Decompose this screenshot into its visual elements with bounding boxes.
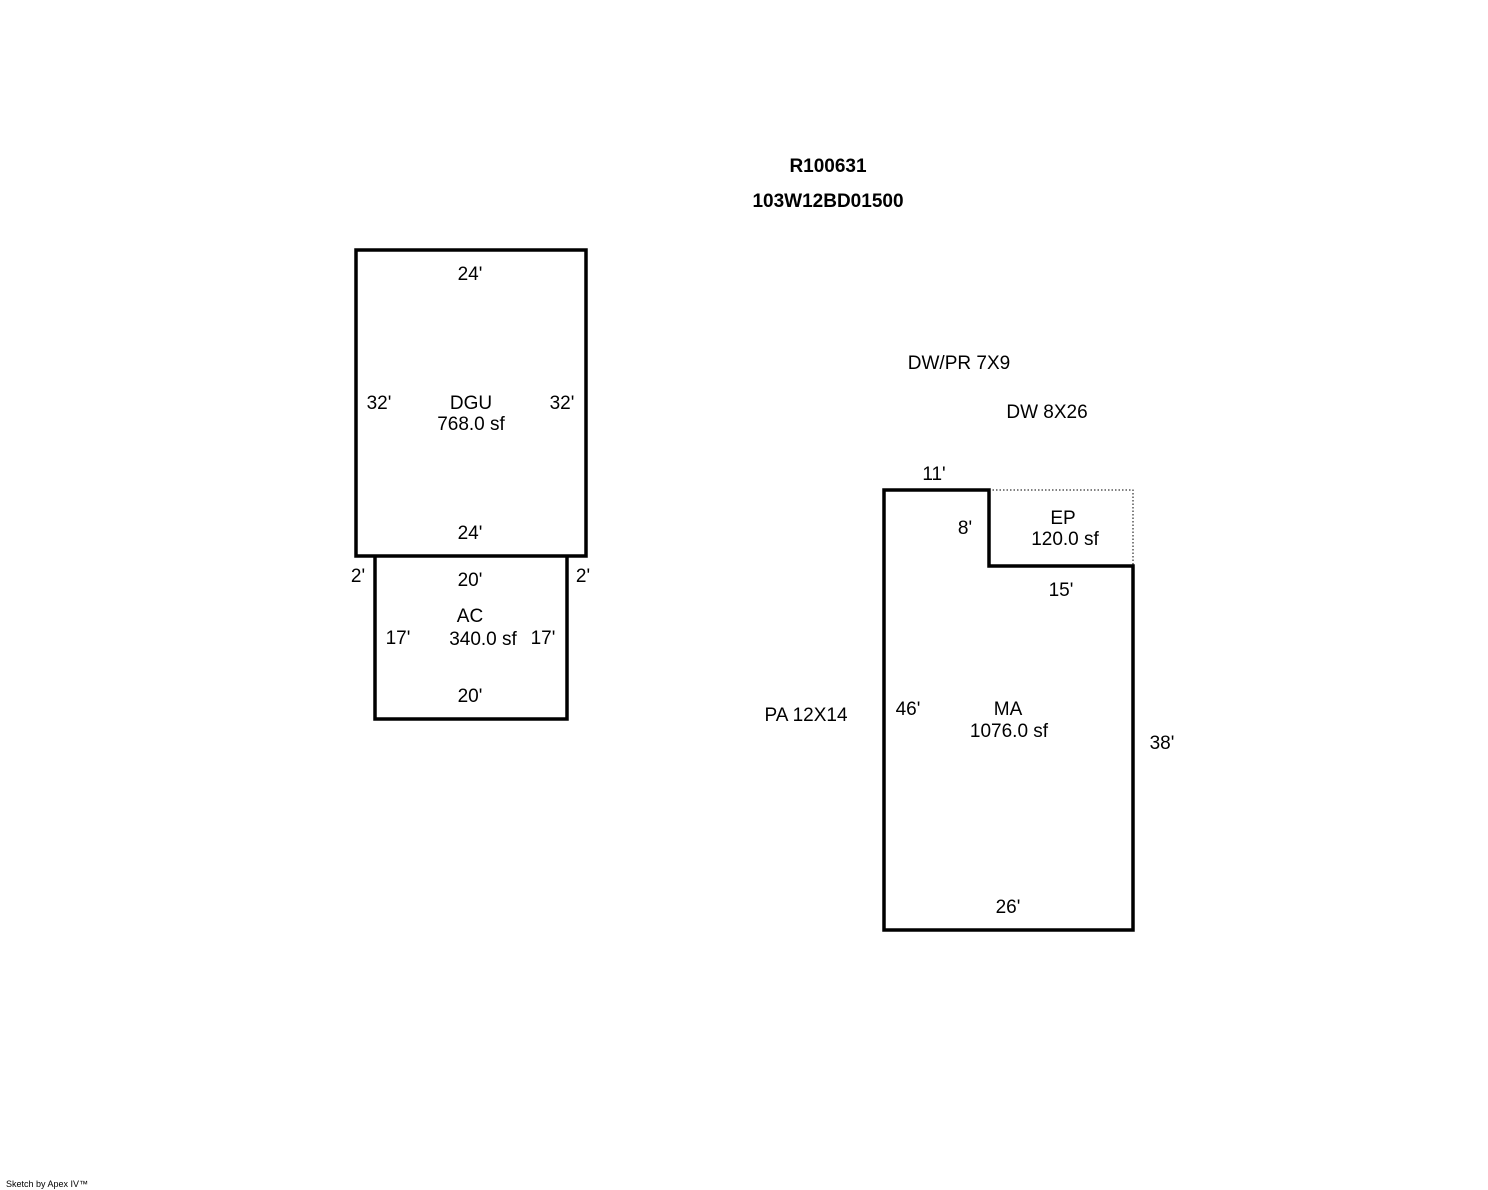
ac-offset-right: 2' (576, 566, 590, 587)
note-dwpr: DW/PR 7X9 (908, 353, 1010, 374)
note-dw: DW 8X26 (1006, 402, 1087, 423)
ma-left-dimension: 46' (896, 699, 921, 720)
dgu-top-dimension: 24' (458, 264, 483, 285)
ac-offset-left: 2' (351, 566, 365, 587)
dgu-bottom-dimension: 24' (458, 523, 483, 544)
ac-top-dimension: 20' (458, 570, 483, 591)
ma-area: 1076.0 sf (970, 721, 1049, 742)
account-number: R100631 (789, 156, 867, 177)
ac-right-dimension: 17' (531, 628, 556, 649)
ma-section: 11' 8' EP 120.0 sf 15' 46' MA 1076.0 sf … (882, 464, 1175, 932)
ac-outline (373, 556, 569, 721)
ac-code: AC (457, 606, 483, 627)
ac-section: 2' 2' 20' AC 17' 340.0 sf 17' 20' (351, 556, 590, 721)
ma-right-dimension: 38' (1150, 733, 1175, 754)
sketch-credit: Sketch by Apex IV™ (6, 1179, 88, 1189)
dgu-left-dimension: 32' (367, 393, 392, 414)
ep-code: EP (1050, 508, 1075, 529)
ep-area: 120.0 sf (1031, 529, 1099, 550)
ac-area: 340.0 sf (449, 629, 517, 650)
map-number: 103W12BD01500 (752, 191, 903, 212)
ac-left-dimension: 17' (386, 628, 411, 649)
dgu-right-dimension: 32' (550, 393, 575, 414)
dgu-area: 768.0 sf (437, 414, 505, 435)
ma-step-dimension: 15' (1049, 580, 1074, 601)
ma-bottom-dimension: 26' (996, 897, 1021, 918)
dgu-section: 24' 32' 32' DGU 768.0 sf 24' (354, 248, 588, 558)
ma-top-dimension: 11' (922, 464, 945, 485)
ma-code: MA (994, 699, 1023, 720)
ep-outline (989, 489, 1134, 566)
dgu-outline (354, 248, 588, 558)
note-pa: PA 12X14 (764, 705, 848, 726)
ma-notch-dimension: 8' (958, 518, 972, 539)
ac-bottom-dimension: 20' (458, 686, 483, 707)
ma-outline (882, 488, 1135, 932)
dgu-code: DGU (450, 393, 492, 414)
